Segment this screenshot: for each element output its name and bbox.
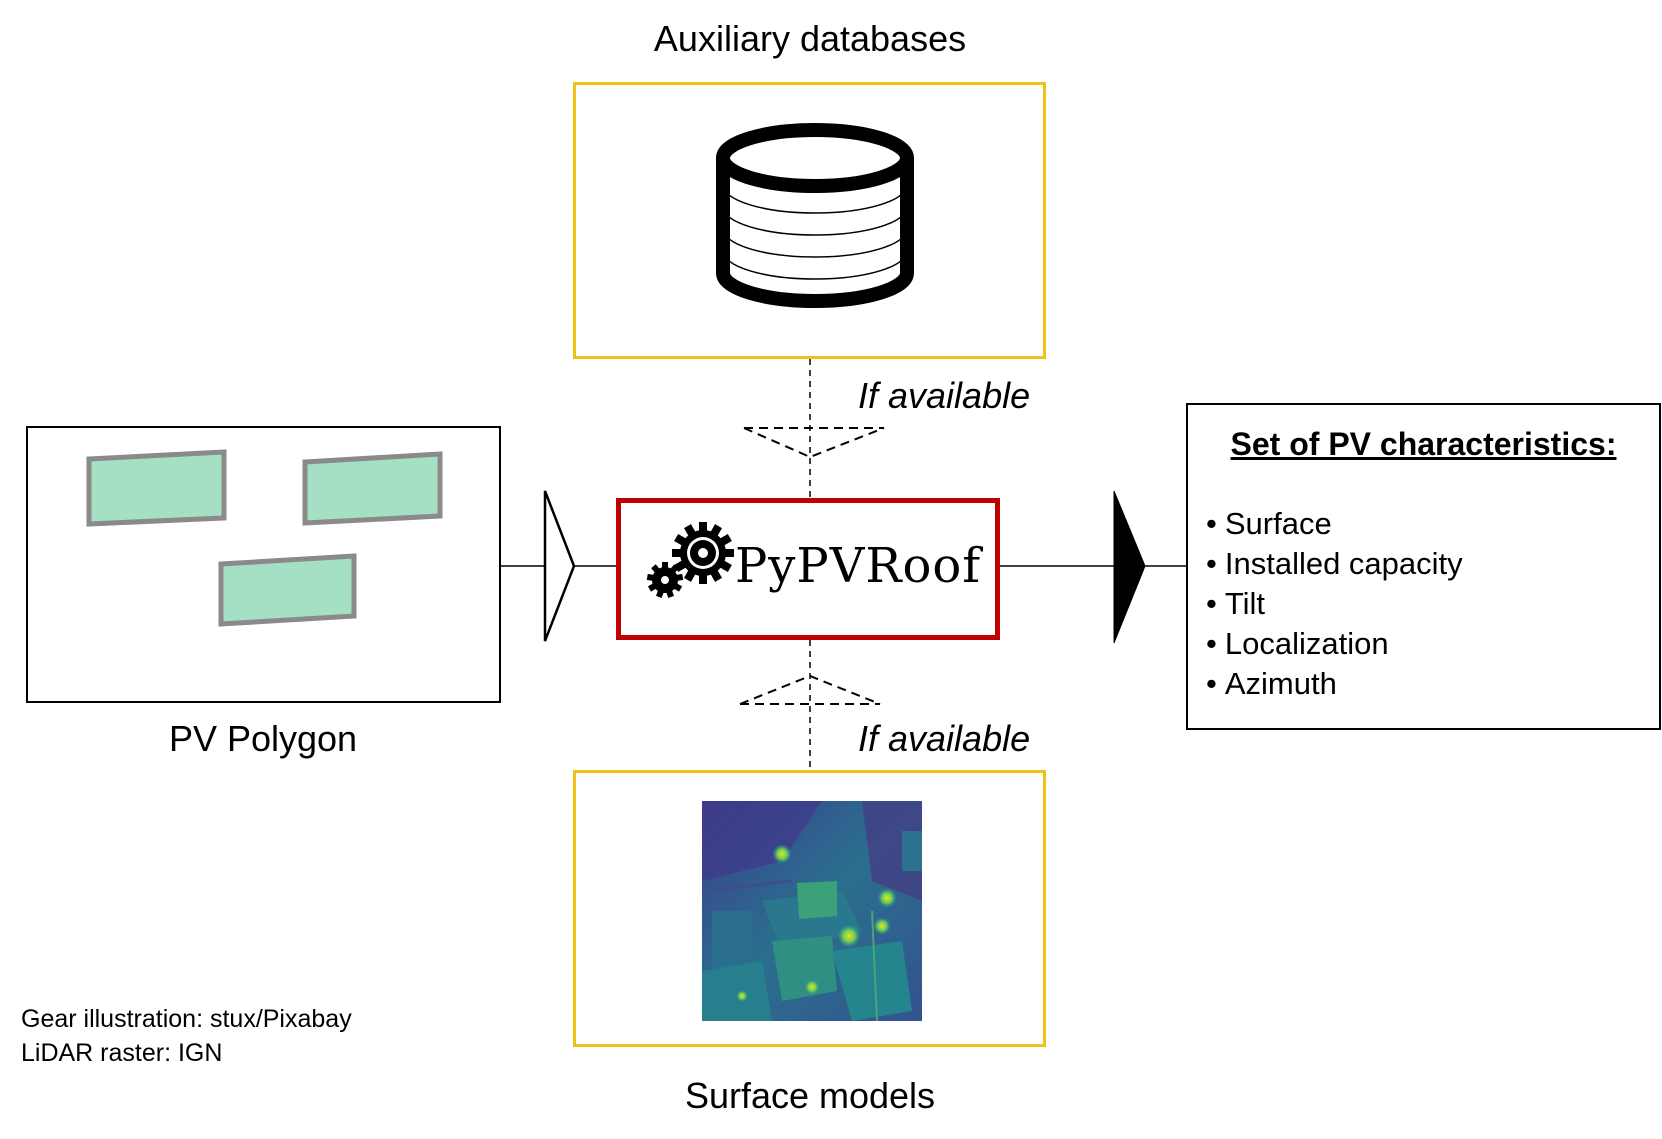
open-arrowhead [543,490,576,642]
output-title: Set of PV characteristics: [1230,426,1617,462]
filled-arrowhead [1113,490,1146,644]
aux-title: Auxiliary databases [653,18,967,59]
database-icon [716,123,914,308]
bullet: • [1206,546,1217,581]
poly-title: PV Polygon [168,718,358,759]
list-item: •Installed capacity [1206,544,1463,584]
item-label: Surface [1224,506,1332,541]
list-item: •Localization [1206,624,1463,664]
pv-panels [86,449,443,627]
surface-title: Surface models [684,1075,936,1116]
item-label: Azimuth [1224,666,1337,701]
bullet: • [1206,506,1217,541]
if-available-top: If available [858,375,1031,416]
gears-icon [646,522,734,598]
gear-credit: Gear illustration: stux/Pixabay [21,1005,352,1033]
pv-panel-2 [302,451,443,526]
list-item: •Surface [1206,504,1463,544]
characteristics-list: •Surface •Installed capacity •Tilt •Loca… [1206,504,1463,704]
if-available-bottom: If available [858,718,1031,759]
dashed-arrowhead-bottom [739,674,881,705]
lidar-raster-image [702,801,922,1021]
pypvroof-box [616,498,1000,640]
list-item: •Azimuth [1206,664,1463,704]
aux-databases-box [573,82,1046,359]
pv-polygon-box [26,426,501,703]
item-label: Tilt [1224,586,1266,621]
bullet: • [1206,586,1217,621]
bullet: • [1206,666,1217,701]
lidar-credit: LiDAR raster: IGN [21,1039,223,1067]
tool-name: PyPVRoof [735,538,982,594]
pv-panel-1 [86,449,227,527]
list-item: •Tilt [1206,584,1463,624]
item-label: Installed capacity [1224,546,1463,581]
dashed-arrowhead-top [743,427,885,459]
item-label: Localization [1224,626,1389,661]
pv-characteristics-box [1186,403,1661,730]
pv-panel-3 [218,553,357,627]
surface-models-box [573,770,1046,1047]
bullet: • [1206,626,1217,661]
